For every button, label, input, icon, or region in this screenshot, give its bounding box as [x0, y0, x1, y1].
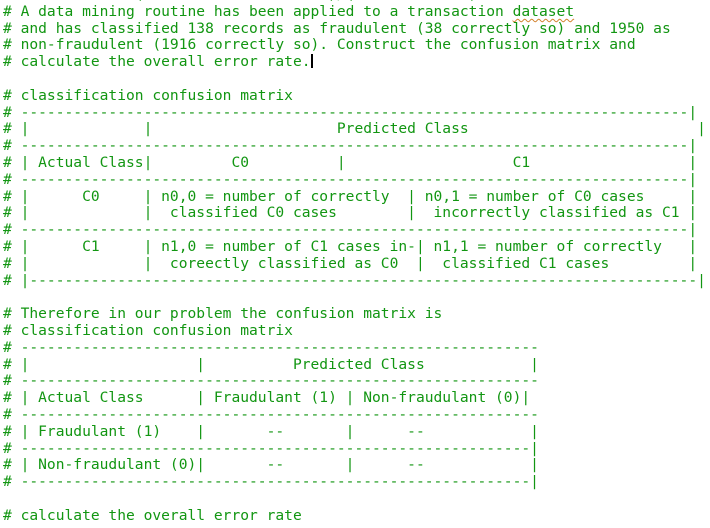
code-line: # and has classified 138 records as frau… [3, 19, 671, 37]
code-line: # | Actual Class| C0 | C1 | [3, 153, 698, 171]
code-line: # calculate the overall error rate. [3, 53, 313, 71]
code-line: # A data mining routine has been applied… [3, 2, 575, 20]
code-line: # error rate = (misclassified records)/(… [3, 0, 710, 4]
code-line: # | Actual Class | Fraudulant (1) | Non-… [3, 389, 531, 407]
code-line: # non-fraudulent (1916 correctly so). Co… [3, 36, 636, 54]
code-line: # calculate the overall error rate [3, 506, 302, 524]
code-line: # --------------------------------------… [3, 338, 539, 356]
code-line: # classification confusion matrix [3, 321, 293, 339]
code-line: # Therefore in our problem the confusion… [3, 305, 443, 323]
code-line: # |-------------------------------------… [3, 271, 706, 289]
code-line: # | C0 | n0,0 = number of correctly | n0… [3, 187, 698, 205]
code-line: # --------------------------------------… [3, 103, 698, 121]
code-line: # | Fraudulant (1) | -- | -- | [3, 422, 539, 440]
code-line: # --------------------------------------… [3, 372, 539, 390]
text-cursor [310, 54, 313, 69]
code-line: # | | Predicted Class | [3, 120, 706, 138]
code-line: # --------------------------------------… [3, 439, 539, 457]
code-line [3, 71, 710, 88]
code-line: # | Non-fraudulant (0)| -- | -- | [3, 456, 539, 474]
spellcheck-squiggle: dataset [512, 2, 575, 20]
code-line: # --------------------------------------… [3, 170, 698, 188]
code-line: # classification confusion matrix [3, 86, 293, 104]
code-line [3, 289, 710, 306]
code-line: # --------------------------------------… [3, 405, 539, 423]
code-line: # --------------------------------------… [3, 221, 698, 239]
code-line: # | | classified C0 cases | incorrectly … [3, 204, 698, 222]
code-line: # --------------------------------------… [3, 137, 698, 155]
code-line: # | | Predicted Class | [3, 355, 539, 373]
code-line: # --------------------------------------… [3, 473, 539, 491]
code-line: # | C1 | n1,0 = number of C1 cases in-| … [3, 237, 698, 255]
code-line [3, 491, 710, 508]
code-line: # | | coreectly classified as C0 | class… [3, 254, 698, 272]
